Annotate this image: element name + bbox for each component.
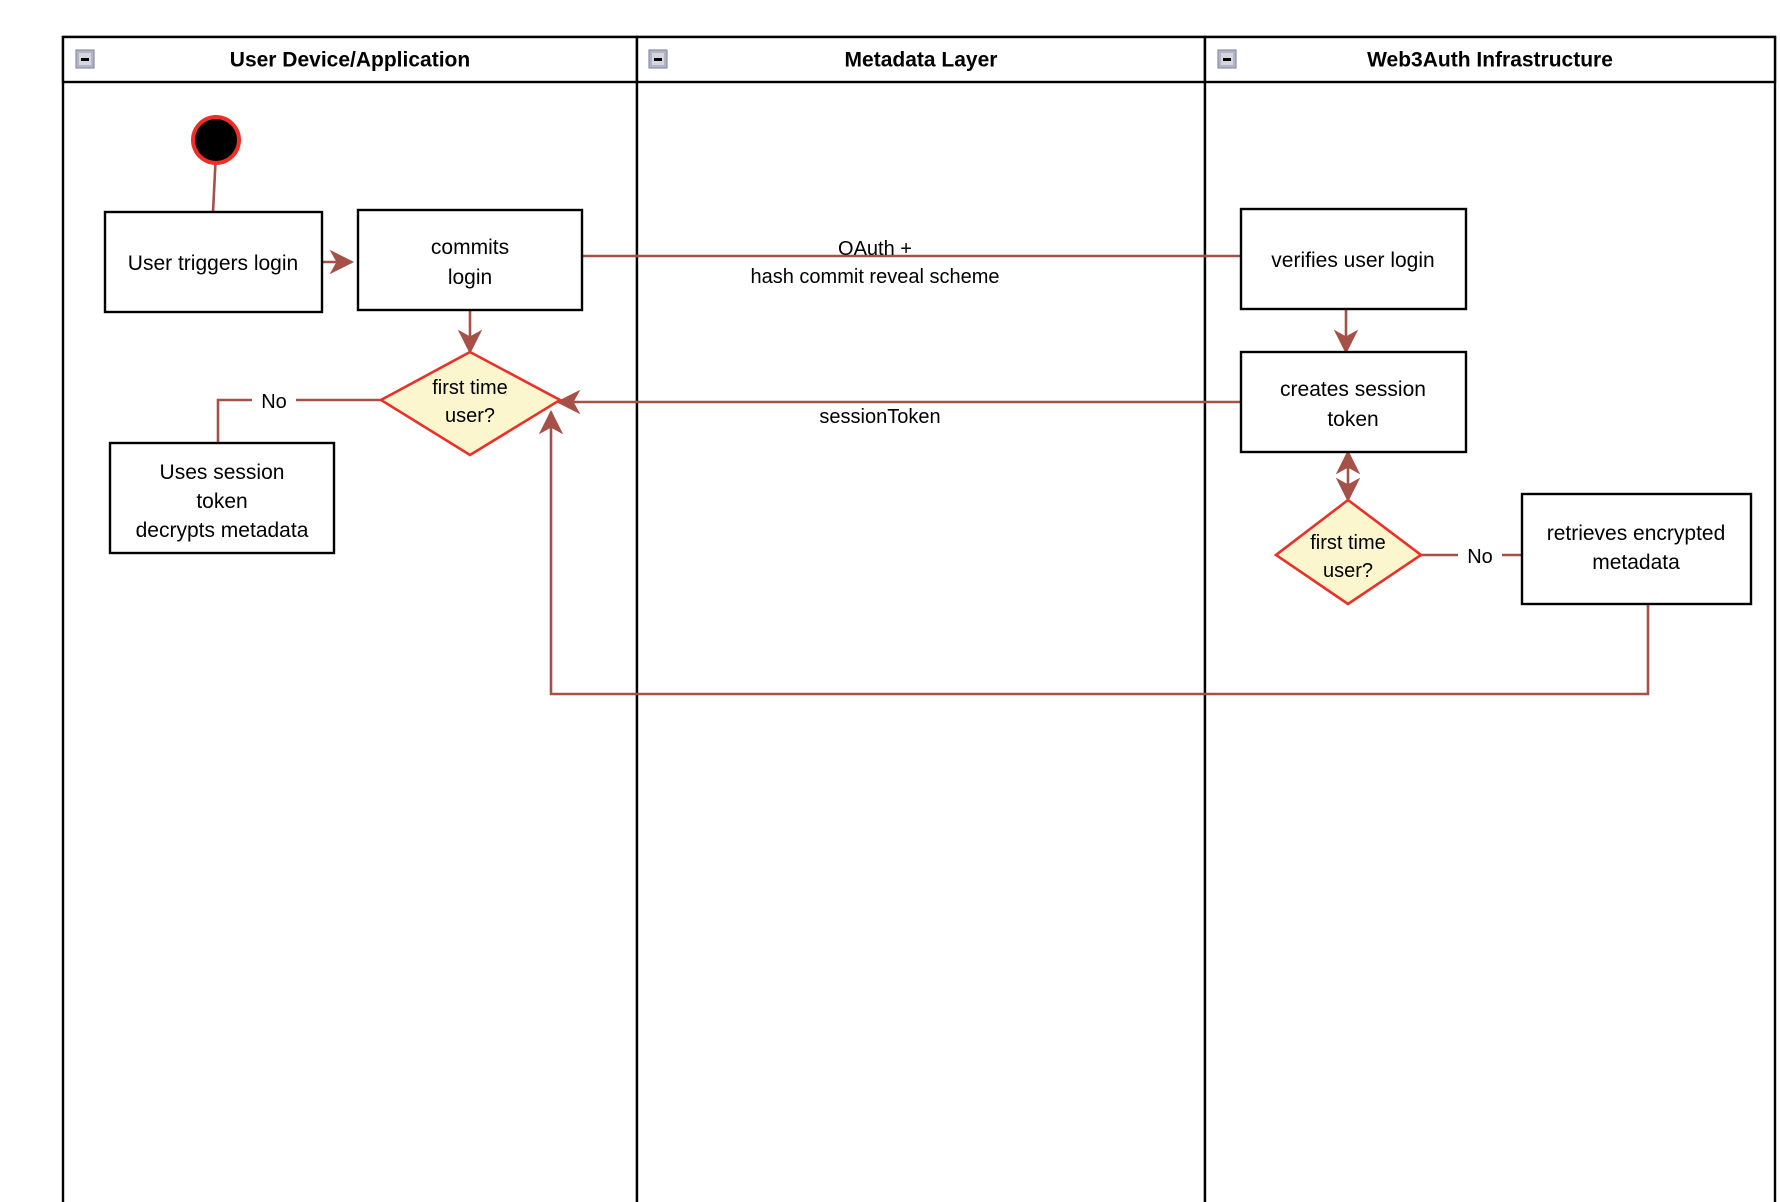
swimlane-metadata-layer-title: Metadata Layer: [845, 49, 998, 72]
svg-text:login: login: [448, 266, 492, 289]
node-verifies-user-login[interactable]: verifies user login: [1239, 207, 1468, 311]
svg-text:decrypts metadata: decrypts metadata: [136, 519, 309, 542]
edge-label-session-token: sessionToken: [819, 406, 940, 428]
svg-text:No: No: [1467, 546, 1493, 568]
collapse-minus-icon[interactable]: [643, 44, 673, 74]
swimlane-user-device-header: [61, 35, 639, 84]
svg-text:token: token: [1327, 408, 1378, 431]
node-decision-first-time-user-left[interactable]: first time user?: [378, 350, 563, 457]
edge-retrieves-encrypted-metadata-return-to-first-time-user-left: [538, 409, 1650, 696]
svg-text:token: token: [196, 490, 247, 513]
svg-text:hash commit reveal scheme: hash commit reveal scheme: [751, 266, 1000, 288]
svg-text:Uses session: Uses session: [160, 461, 285, 484]
svg-text:metadata: metadata: [1592, 551, 1680, 574]
node-retrieves-encrypted-metadata[interactable]: retrieves encrypted metadata: [1520, 492, 1753, 606]
svg-text:user?: user?: [1323, 560, 1373, 582]
edge-label-no-left: No: [252, 386, 296, 414]
collapse-minus-icon[interactable]: [70, 44, 100, 74]
node-uses-session-token[interactable]: Uses session token decrypts metadata: [108, 441, 336, 555]
node-creates-session-token[interactable]: creates session token: [1239, 350, 1468, 454]
svg-text:user?: user?: [445, 405, 495, 427]
svg-text:first time: first time: [1310, 532, 1386, 554]
swimlane-web3auth-title: Web3Auth Infrastructure: [1367, 49, 1613, 72]
node-decision-first-time-user-right[interactable]: first time user?: [1273, 498, 1424, 606]
swimlane-web3auth-header: [1203, 35, 1777, 84]
svg-text:OAuth +: OAuth +: [838, 238, 912, 260]
svg-text:commits: commits: [431, 236, 509, 259]
svg-text:first time: first time: [432, 377, 508, 399]
node-user-triggers-login[interactable]: User triggers login: [103, 210, 324, 314]
svg-text:verifies user login: verifies user login: [1271, 249, 1434, 272]
edge-first-time-user-left-no-to-uses-session-token: [216, 398, 381, 443]
svg-text:creates session: creates session: [1280, 378, 1426, 401]
svg-text:retrieves encrypted: retrieves encrypted: [1547, 522, 1726, 545]
node-commits-login[interactable]: commits login: [356, 208, 584, 312]
swimlane-user-device-title: User Device/Application: [230, 49, 470, 72]
edge-label-no-right: No: [1458, 541, 1502, 569]
swimlane-metadata-layer-body: [635, 35, 1207, 1202]
svg-text:User triggers login: User triggers login: [128, 252, 298, 275]
start-node[interactable]: [191, 115, 241, 165]
svg-text:sessionToken: sessionToken: [819, 406, 940, 428]
collapse-minus-icon[interactable]: [1212, 44, 1242, 74]
edge-label-oauth: OAuth + hash commit reveal scheme: [751, 238, 1000, 288]
swimlane-metadata-layer: Metadata Layer: [635, 35, 1207, 1202]
svg-text:No: No: [261, 391, 287, 413]
